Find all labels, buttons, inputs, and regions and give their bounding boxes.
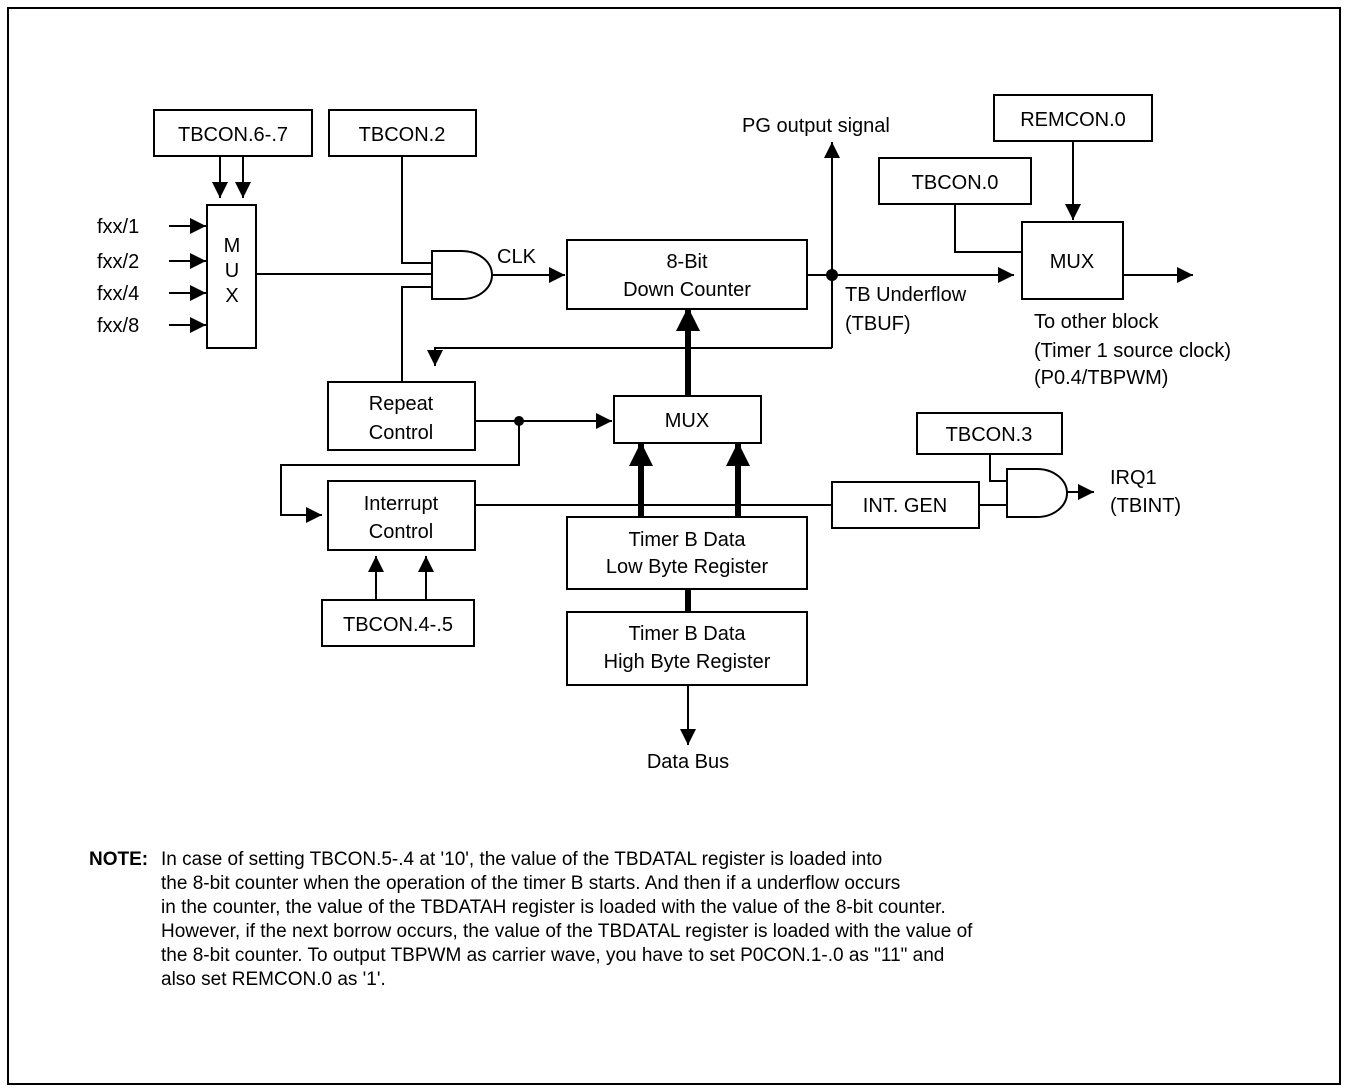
mux-output-label: MUX	[1050, 251, 1094, 273]
int-gen-label: INT. GEN	[863, 495, 947, 517]
box-low-byte-register: Timer B Data Low Byte Register	[566, 516, 808, 590]
high-label-2: High Byte Register	[604, 651, 771, 673]
junction-repeat	[514, 416, 524, 426]
note-line: also set REMCON.0 as '1'.	[161, 969, 386, 990]
wire-repeat-interrupt	[280, 421, 520, 523]
note-line: the 8-bit counter. To output TBPWM as ca…	[161, 945, 945, 966]
tbcon2-label: TBCON.2	[359, 124, 446, 146]
label-data-bus: Data Bus	[647, 751, 729, 773]
label-tbuf: (TBUF)	[845, 313, 911, 335]
box-tbcon67: TBCON.6-.7	[153, 109, 313, 157]
junction-underflow	[826, 269, 838, 281]
wire-tbcon3-and	[989, 454, 1007, 482]
counter-label-2: Down Counter	[623, 279, 751, 301]
label-fxx8: fxx/8	[97, 315, 139, 337]
label-p04-tbpwm: (P0.4/TBPWM)	[1034, 367, 1168, 389]
wire-repeat-and	[401, 286, 432, 382]
box-mux-input: M U X	[206, 204, 257, 349]
note-body: In case of setting TBCON.5-.4 at '10', t…	[161, 848, 1161, 992]
box-tbcon45: TBCON.4-.5	[321, 599, 475, 647]
box-high-byte-register: Timer B Data High Byte Register	[566, 611, 808, 686]
tbcon0-label: TBCON.0	[912, 172, 999, 194]
counter-label-1: 8-Bit	[666, 251, 708, 273]
tbcon3-label: TBCON.3	[946, 424, 1033, 446]
note-line: the 8-bit counter when the operation of …	[161, 873, 901, 894]
remcon0-label: REMCON.0	[1020, 109, 1126, 131]
label-fxx1: fxx/1	[97, 216, 139, 238]
wire-underflow-feedback	[427, 347, 832, 366]
mux-input-letter-3: X	[225, 285, 238, 307]
low-label-2: Low Byte Register	[606, 556, 769, 578]
box-mux-output: MUX	[1021, 221, 1124, 300]
note-line: In case of setting TBCON.5-.4 at '10', t…	[161, 849, 883, 870]
label-clk: CLK	[497, 246, 537, 268]
tbcon67-label: TBCON.6-.7	[178, 124, 288, 146]
box-int-gen: INT. GEN	[831, 481, 980, 529]
mux-input-letter-1: M	[224, 235, 241, 257]
wire-tbcon0-mux	[954, 205, 1022, 253]
box-interrupt-control: Interrupt Control	[327, 480, 476, 551]
box-tbcon3: TBCON.3	[916, 412, 1063, 455]
box-remcon0: REMCON.0	[993, 94, 1153, 142]
wires	[169, 140, 1193, 745]
label-fxx2: fxx/2	[97, 251, 139, 273]
interrupt-label-1: Interrupt	[364, 493, 439, 515]
note-label: NOTE:	[89, 849, 149, 870]
box-repeat-control: Repeat Control	[327, 381, 476, 451]
figure-frame	[7, 7, 1341, 1085]
label-fxx4: fxx/4	[97, 283, 139, 305]
label-tbint: (TBINT)	[1110, 495, 1181, 517]
mux-input-letter-2: U	[225, 260, 239, 282]
label-irq1: IRQ1	[1110, 467, 1157, 489]
repeat-label-1: Repeat	[369, 393, 434, 415]
note-line: However, if the next borrow occurs, the …	[161, 921, 973, 942]
high-label-1: Timer B Data	[628, 623, 746, 645]
repeat-label-2: Control	[369, 422, 433, 444]
box-tbcon2: TBCON.2	[328, 109, 477, 157]
and-gate-irq	[1006, 468, 1068, 518]
label-to-other-block: To other block	[1034, 311, 1160, 333]
label-pg-output: PG output signal	[742, 115, 890, 137]
buses	[629, 307, 750, 612]
note-line: in the counter, the value of the TBDATAH…	[161, 897, 946, 918]
tbcon45-label: TBCON.4-.5	[343, 614, 453, 636]
wire-tbcon2-and	[401, 157, 432, 264]
label-tb-underflow: TB Underflow	[845, 284, 967, 306]
mux-middle-label: MUX	[665, 410, 709, 432]
box-mux-middle: MUX	[613, 395, 762, 444]
low-label-1: Timer B Data	[628, 529, 746, 551]
label-timer1-source: (Timer 1 source clock)	[1034, 340, 1231, 362]
and-gate-clk	[431, 250, 493, 300]
box-down-counter: 8-Bit Down Counter	[566, 239, 808, 310]
box-tbcon0: TBCON.0	[878, 157, 1032, 205]
interrupt-label-2: Control	[369, 521, 433, 543]
